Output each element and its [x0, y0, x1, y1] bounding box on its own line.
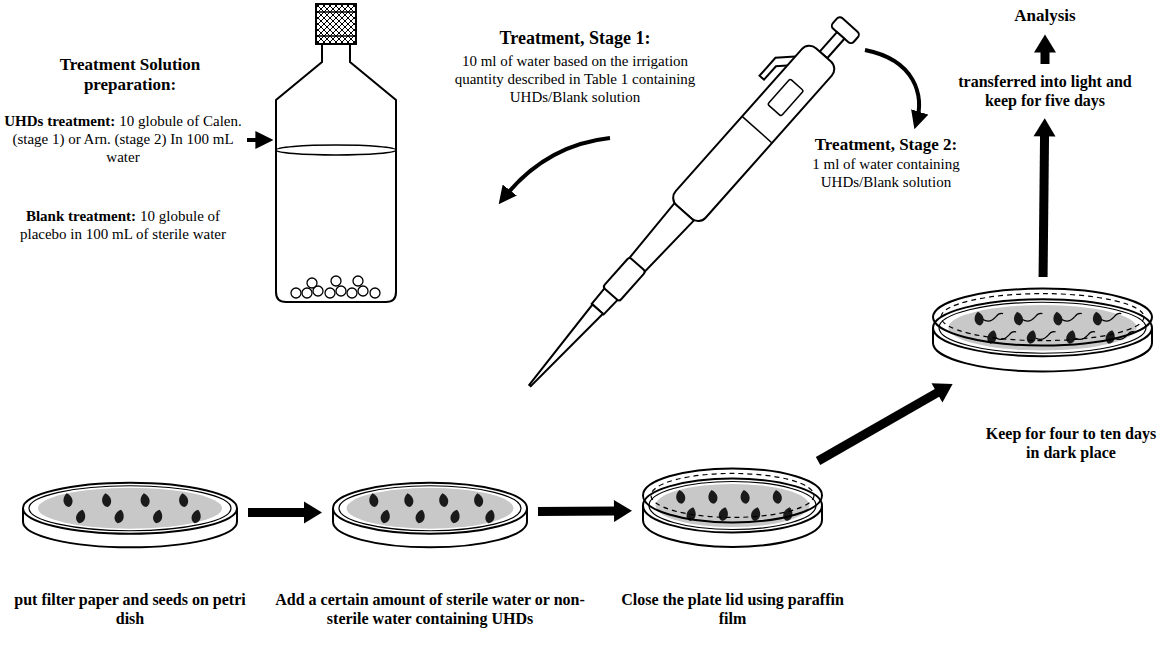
- petri-dish: [20, 470, 240, 555]
- flow-arrow: [248, 502, 322, 524]
- petri-dish-step: Close the plate lid using paraffin film: [640, 465, 825, 555]
- step-label: put filter paper and seeds on petri dish: [10, 590, 250, 628]
- label-text: 10 ml of water based on the irrigation q…: [455, 53, 696, 105]
- step-caption: put filter paper and seeds on petri dish: [10, 590, 250, 628]
- petri-dish: [330, 470, 530, 555]
- text-block: Blank treatment:10 globule of placebo in…: [3, 207, 243, 243]
- arrow-shaft: [818, 392, 939, 461]
- petri-dish-step: Add a certain amount of sterile water or…: [330, 470, 530, 555]
- text-block: UHDs treatment:10 globule of Calen. (sta…: [3, 112, 243, 166]
- arrow-shaft: [1043, 134, 1044, 277]
- step-caption: Treatment, Stage 2:1 ml of water contain…: [800, 135, 972, 191]
- stage-text: 1 ml of water containing UHDs/Blank solu…: [800, 155, 972, 191]
- label-heading: Blank treatment:: [26, 208, 136, 224]
- text-block: Treatment Solution preparation:: [35, 55, 225, 96]
- step-text-box: transferred into light and keep for five…: [945, 72, 1145, 110]
- petri-dish: [930, 285, 1155, 380]
- flow-arrow: [538, 500, 632, 522]
- arrow-head: [1034, 118, 1056, 136]
- pointer-arrow: [247, 138, 268, 142]
- arrow-head: [614, 500, 632, 522]
- petri-dish: [640, 465, 825, 555]
- stage-heading: Treatment, Stage 2:: [800, 135, 972, 155]
- arrow-head: [932, 383, 953, 402]
- petri-dish-step: put filter paper and seeds on petri dish: [20, 470, 240, 555]
- petri-dish-step: Treatment, Stage 2:1 ml of water contain…: [930, 285, 1155, 380]
- arrow-shaft: [538, 506, 616, 516]
- curved-arrow: [865, 50, 919, 124]
- step-label: Add a certain amount of sterile water or…: [265, 590, 595, 628]
- flow-arrow: [1034, 118, 1056, 277]
- step-label: transferred into light and keep for five…: [945, 72, 1145, 110]
- step-caption: Add a certain amount of sterile water or…: [265, 590, 595, 628]
- reagent-bottle: [276, 4, 396, 302]
- arrow-head: [304, 502, 322, 524]
- text-block: 10 ml of water based on the irrigation q…: [440, 52, 710, 106]
- step-text: transferred into light and keep for five…: [945, 72, 1145, 110]
- curved-arrow: [502, 138, 610, 200]
- label-text: Treatment, Stage 1:: [500, 28, 651, 48]
- step-caption: Close the plate lid using paraffin film: [618, 590, 848, 628]
- arrow-head: [1034, 34, 1056, 52]
- text-block: Treatment, Stage 1:: [440, 28, 710, 50]
- step-text: Analysis: [985, 6, 1105, 26]
- flow-arrow: [818, 383, 953, 461]
- label-heading: UHDs treatment:: [4, 113, 115, 129]
- step-label: Analysis: [985, 6, 1105, 26]
- edge-label: Keep for four to ten days in dark place: [980, 424, 1162, 462]
- step-text-box: Analysis: [985, 6, 1105, 26]
- flow-arrow: [1034, 34, 1056, 64]
- label-text: Treatment Solution preparation:: [60, 55, 201, 94]
- arrow-shaft: [1041, 50, 1050, 64]
- arrow-shaft: [248, 508, 306, 517]
- step-label: Close the plate lid using paraffin film: [618, 590, 848, 628]
